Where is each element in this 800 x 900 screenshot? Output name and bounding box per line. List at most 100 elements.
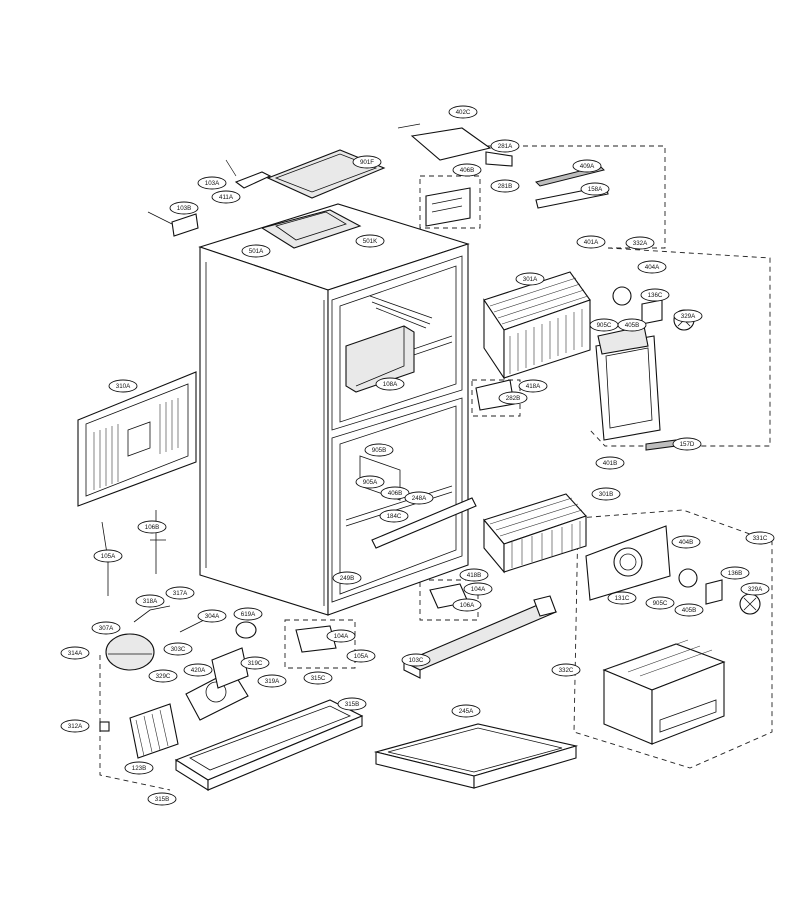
part-callout-label: 245A <box>459 708 474 715</box>
part-callout-label: 319C <box>248 660 263 667</box>
part-callout: 103B <box>169 201 199 215</box>
part-callout-label: 406B <box>460 167 474 174</box>
part-callout-label: 501A <box>249 248 264 255</box>
part-callout-label: 304A <box>205 613 220 620</box>
part-callout: 106A <box>452 598 482 612</box>
part-callout-label: 282B <box>506 395 520 402</box>
part-callout-label: 901F <box>360 159 374 166</box>
part-callout: 318A <box>135 594 165 608</box>
part-callout: 104A <box>463 582 493 596</box>
part-callout: 136C <box>640 288 670 302</box>
part-callout-label: 248A <box>412 495 427 502</box>
part-callout-label: 401B <box>603 460 617 467</box>
part-callout-label: 318A <box>143 598 158 605</box>
part-callout: 905C <box>645 596 675 610</box>
part-callout-label: 301A <box>523 276 538 283</box>
part-callout: 103A <box>197 176 227 190</box>
part-callout-label: 104A <box>334 633 349 640</box>
part-callout-label: 905A <box>363 479 378 486</box>
part-callout: 329C <box>148 669 178 683</box>
part-callout: 123B <box>124 761 154 775</box>
part-callout: 404B <box>671 535 701 549</box>
part-callout-label: 123B <box>132 765 146 772</box>
part-callout: 401A <box>576 235 606 249</box>
part-callout: 315B <box>147 792 177 806</box>
part-callout: 108A <box>375 377 405 391</box>
part-callout: 301B <box>591 487 621 501</box>
part-callout: 314A <box>60 646 90 660</box>
part-callout-label: 105A <box>101 553 116 560</box>
part-callout-label: 281B <box>498 183 512 190</box>
part-callout: 158A <box>580 182 610 196</box>
part-callout: 245A <box>451 704 481 718</box>
part-callout: 301A <box>515 272 545 286</box>
part-callout: 901F <box>352 155 382 169</box>
part-callout-label: 329A <box>748 586 763 593</box>
part-callout: 501A <box>241 244 271 258</box>
part-callout-label: 157D <box>680 441 695 448</box>
part-callout: 103C <box>401 653 431 667</box>
part-callout: 405B <box>617 318 647 332</box>
part-callout-label: 315C <box>311 675 326 682</box>
part-callout: 905C <box>589 318 619 332</box>
part-callout-label: 103C <box>409 657 424 664</box>
part-callout-label: 249B <box>340 575 354 582</box>
part-callout: 312A <box>60 719 90 733</box>
part-callout-label: 405B <box>625 322 639 329</box>
drain-pan <box>373 723 579 789</box>
part-callout-label: 301B <box>599 491 613 498</box>
part-callout-label: 315B <box>345 701 359 708</box>
part-callout-label: 108A <box>383 381 398 388</box>
part-callout-label: 317A <box>173 590 188 597</box>
part-callout: 331C <box>745 531 775 545</box>
part-callout-label: 332A <box>633 240 648 247</box>
part-callout: 501K <box>355 234 385 248</box>
part-callout: 310A <box>108 379 138 393</box>
part-callout: 248A <box>404 491 434 505</box>
part-callout: 281A <box>490 139 520 153</box>
part-callout: 105A <box>93 549 123 563</box>
part-callout-label: 104A <box>471 586 486 593</box>
part-callout-label: 158A <box>588 186 603 193</box>
part-callout: 184C <box>379 509 409 523</box>
part-callout: 329A <box>673 309 703 323</box>
part-callout-label: 106B <box>145 524 159 531</box>
part-callout-label: 418A <box>526 383 541 390</box>
part-callout: 106B <box>137 520 167 534</box>
part-callout-label: 136B <box>728 570 742 577</box>
part-callout-label: 103A <box>205 180 220 187</box>
part-callout: 619A <box>233 607 263 621</box>
part-callout-label: 905C <box>597 322 612 329</box>
part-callout: 157D <box>672 437 702 451</box>
part-callout: 411A <box>211 190 241 204</box>
part-callout: 418A <box>518 379 548 393</box>
refrigerator-cabinet <box>198 203 470 616</box>
part-callout-label: 405B <box>682 607 696 614</box>
part-callout-label: 329C <box>156 673 171 680</box>
part-callout: 319A <box>257 674 287 688</box>
part-callout-label: 329A <box>681 313 696 320</box>
part-callout: 307A <box>91 621 121 635</box>
part-callout-label: 420A <box>191 667 206 674</box>
part-callout-label: 404A <box>645 264 660 271</box>
part-callout: 136B <box>720 566 750 580</box>
fan-assembly-lower <box>585 525 761 615</box>
part-callout-label: 106A <box>460 602 475 609</box>
part-callout-label: 105A <box>354 653 369 660</box>
part-callout: 402C <box>448 105 478 119</box>
part-callout-label: 314A <box>68 650 83 657</box>
part-callout: 315C <box>303 671 333 685</box>
part-callout: 329A <box>740 582 770 596</box>
part-callout: 317A <box>165 586 195 600</box>
part-callout: 905B <box>364 443 394 457</box>
part-callout: 315B <box>337 697 367 711</box>
part-callout-label: 303C <box>171 646 186 653</box>
part-callout: 282B <box>498 391 528 405</box>
part-callout-label: 501K <box>363 238 378 245</box>
part-callout: 131C <box>607 591 637 605</box>
part-callout-label: 281A <box>498 143 513 150</box>
part-callout: 332C <box>551 663 581 677</box>
part-callout: 905A <box>355 475 385 489</box>
evaporator-upper <box>483 271 591 380</box>
part-callout-label: 619A <box>241 611 256 618</box>
